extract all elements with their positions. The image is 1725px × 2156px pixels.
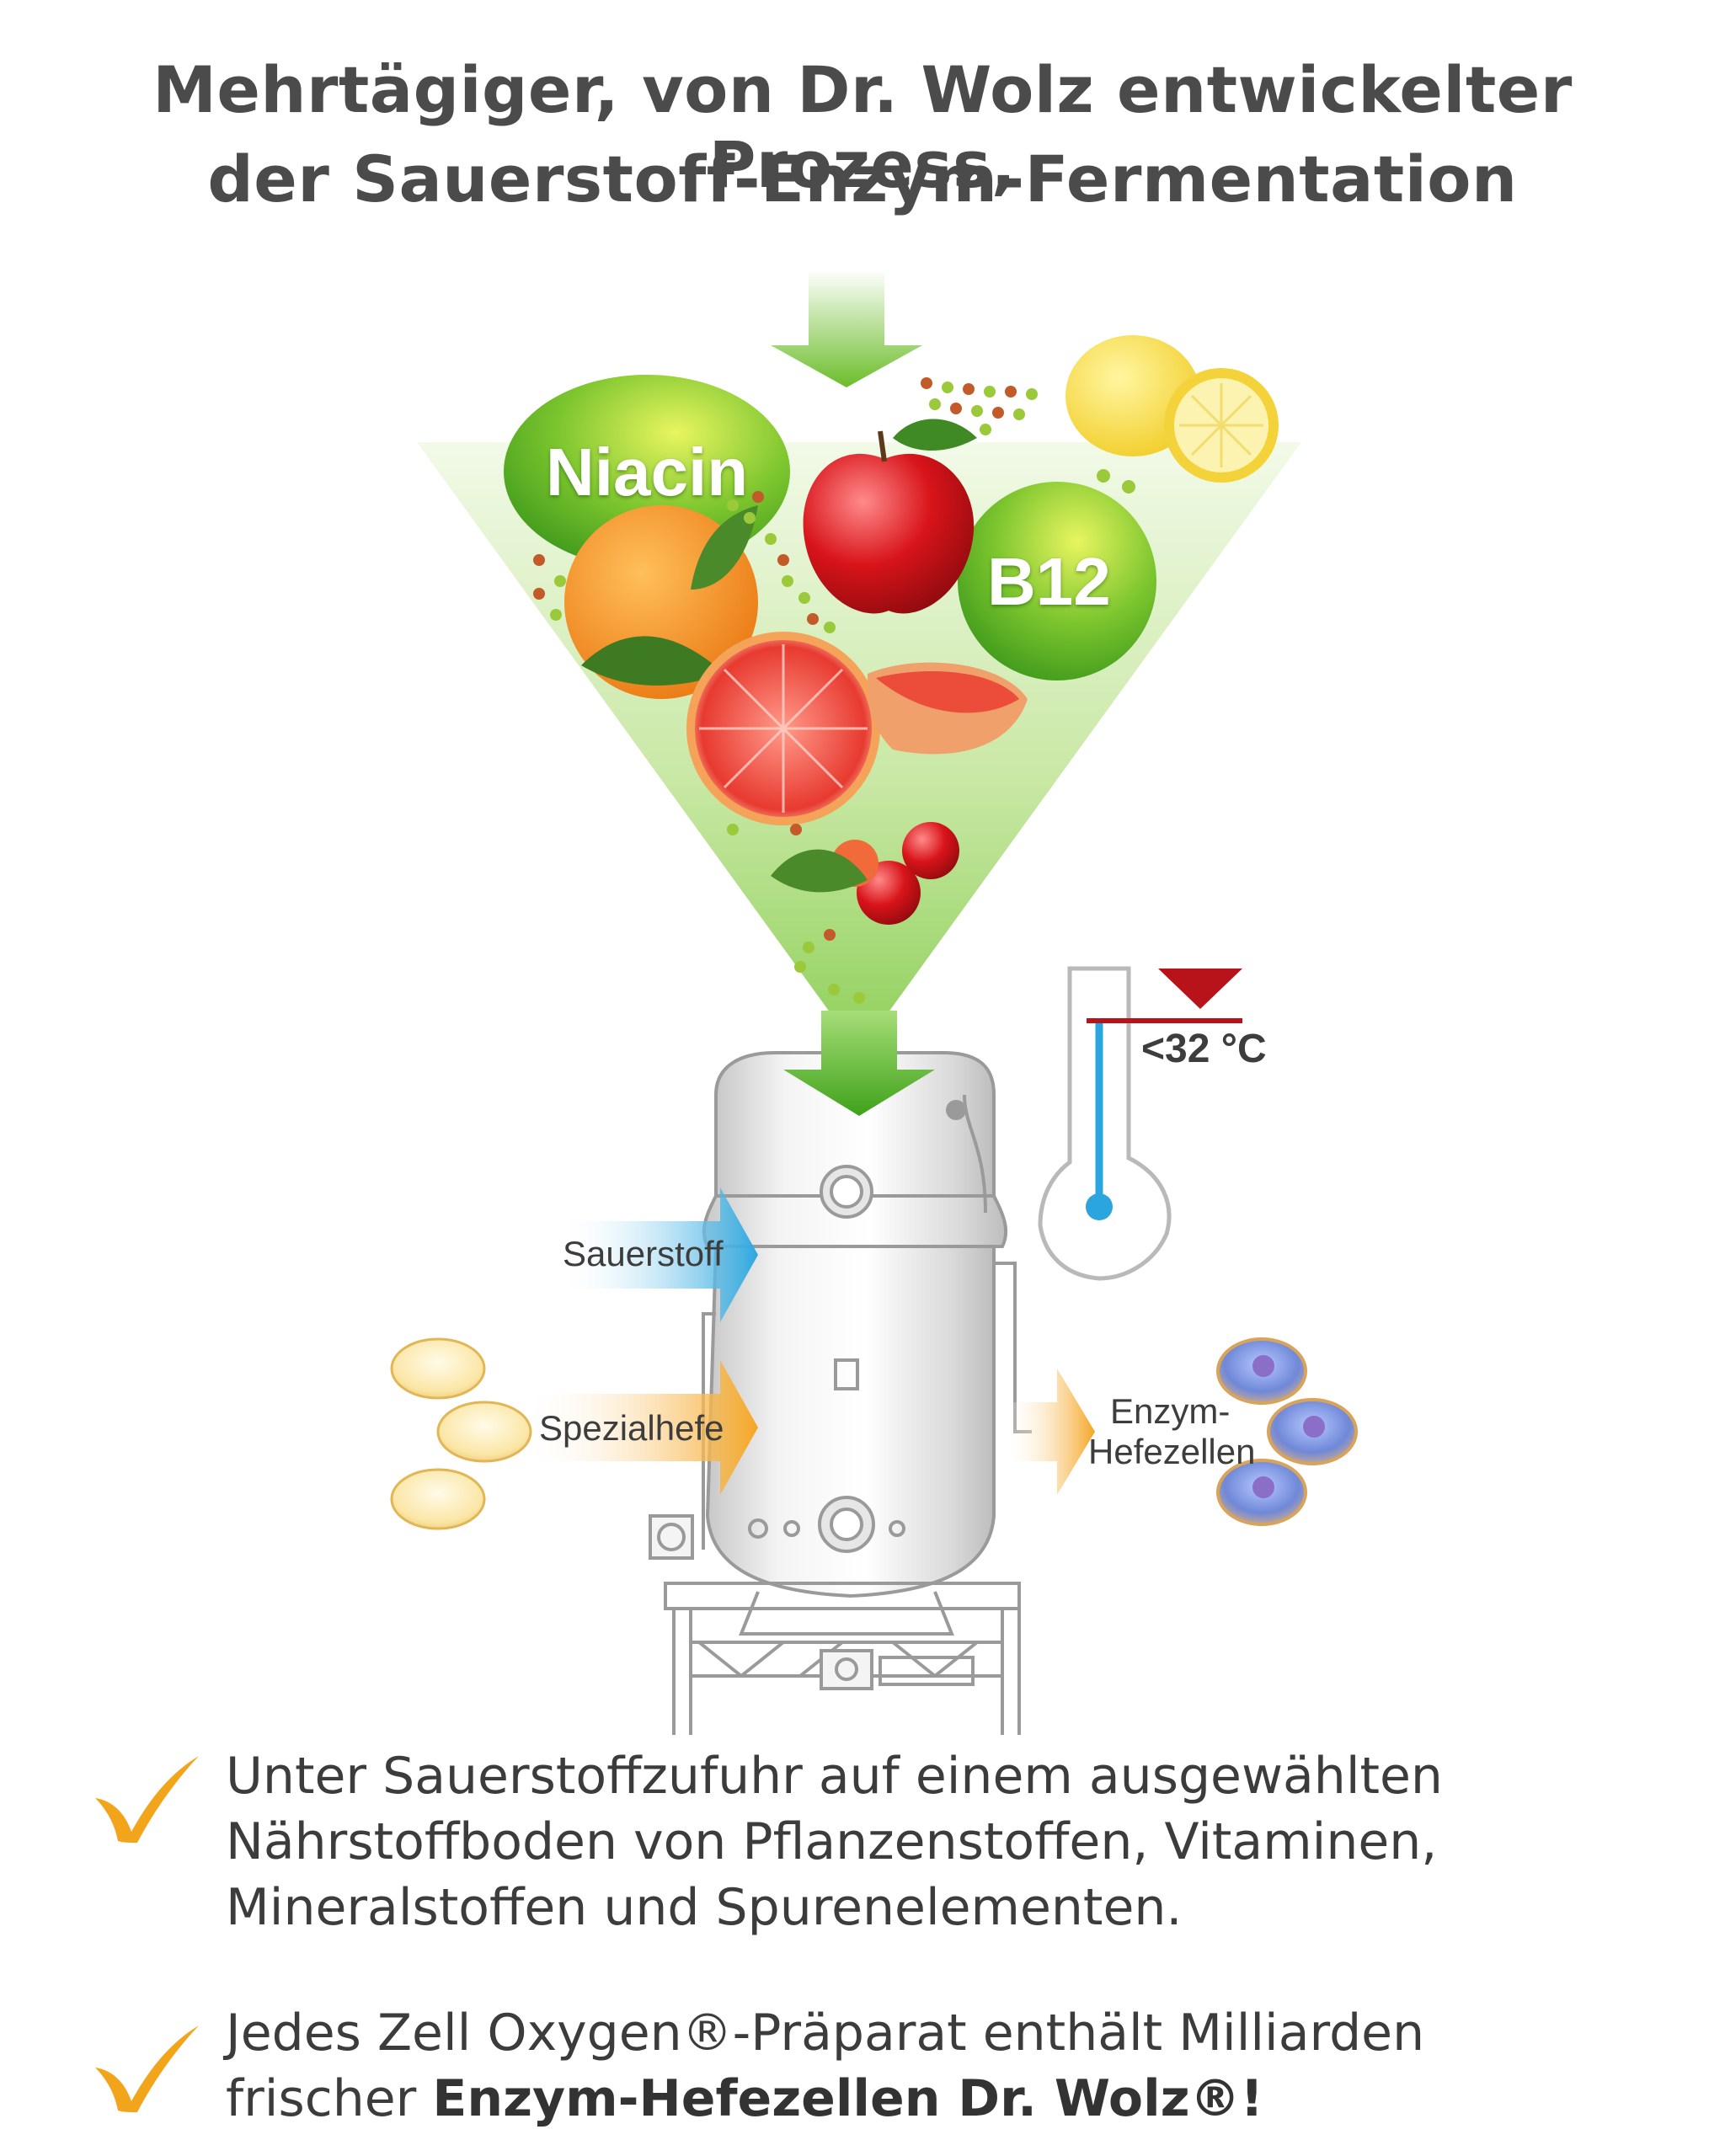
apple-icon xyxy=(803,453,975,614)
b12-circle xyxy=(958,482,1156,680)
special-yeast-label: Spezialhefe xyxy=(539,1408,724,1448)
temperature-label: <32 °C xyxy=(1141,1027,1267,1071)
bullet-1: Unter Sauerstoffzufuhr auf einem ausgewä… xyxy=(226,1743,1674,1940)
output-arrow xyxy=(1011,1369,1095,1495)
bullet-1-line-2: Nährstoffboden von Pflanzenstoffen, Vita… xyxy=(226,1812,1438,1871)
oxygen-arrow xyxy=(556,1187,758,1322)
checkmark-icon xyxy=(95,2025,199,2112)
niacin-ellipse xyxy=(504,375,790,568)
apple-leaf-icon xyxy=(893,419,977,451)
title-line-1: Mehrtägiger, von Dr. Wolz entwickelter P… xyxy=(152,52,1573,202)
nutrient-dots xyxy=(533,377,1135,1004)
fermenter-tank xyxy=(649,1051,1032,1735)
bullet-1-line-3: Mineralstoffen und Spurenelementen. xyxy=(226,1878,1183,1937)
bullet-2-line-2: frischer Enzym-Hefezellen Dr. Wolz®! xyxy=(226,2066,1674,2132)
yeast-discs-icon xyxy=(390,1337,532,1530)
b12-label: B12 xyxy=(987,544,1111,619)
bullet-2-line-1: Jedes Zell Oxygen®-Präparat enthält Mill… xyxy=(226,2004,1425,2063)
oxygen-label: Sauerstoff xyxy=(563,1234,724,1273)
acerola-leaf-icon xyxy=(771,849,868,893)
bullet-1-line-1: Unter Sauerstoffzufuhr auf einem ausgewä… xyxy=(226,1747,1443,1806)
orange-leaves-icon xyxy=(581,636,724,686)
fermentation-diagram xyxy=(390,270,1358,1735)
yeast-input-arrow xyxy=(522,1360,758,1495)
top-arrow xyxy=(771,270,922,387)
title-line-2: der Sauerstoff-Enzym-Fermentation xyxy=(207,141,1518,216)
output-label-line-1: Enzym- xyxy=(1110,1391,1231,1431)
bullet-2-emphasis: Enzym-Hefezellen Dr. Wolz®! xyxy=(432,2069,1263,2128)
niacin-label: Niacin xyxy=(546,435,749,510)
output-label-line-2: Hefezellen xyxy=(1088,1432,1256,1471)
bottom-arrow xyxy=(783,1011,935,1116)
bullet-2: Jedes Zell Oxygen®-Präparat enthält Mill… xyxy=(226,2000,1674,2132)
checkmark-icon xyxy=(95,1756,199,1843)
thermometer-icon xyxy=(1038,966,1242,1281)
enzyme-yeast-cells-icon xyxy=(1216,1337,1358,1526)
bullet-2-prefix: frischer xyxy=(226,2069,433,2128)
